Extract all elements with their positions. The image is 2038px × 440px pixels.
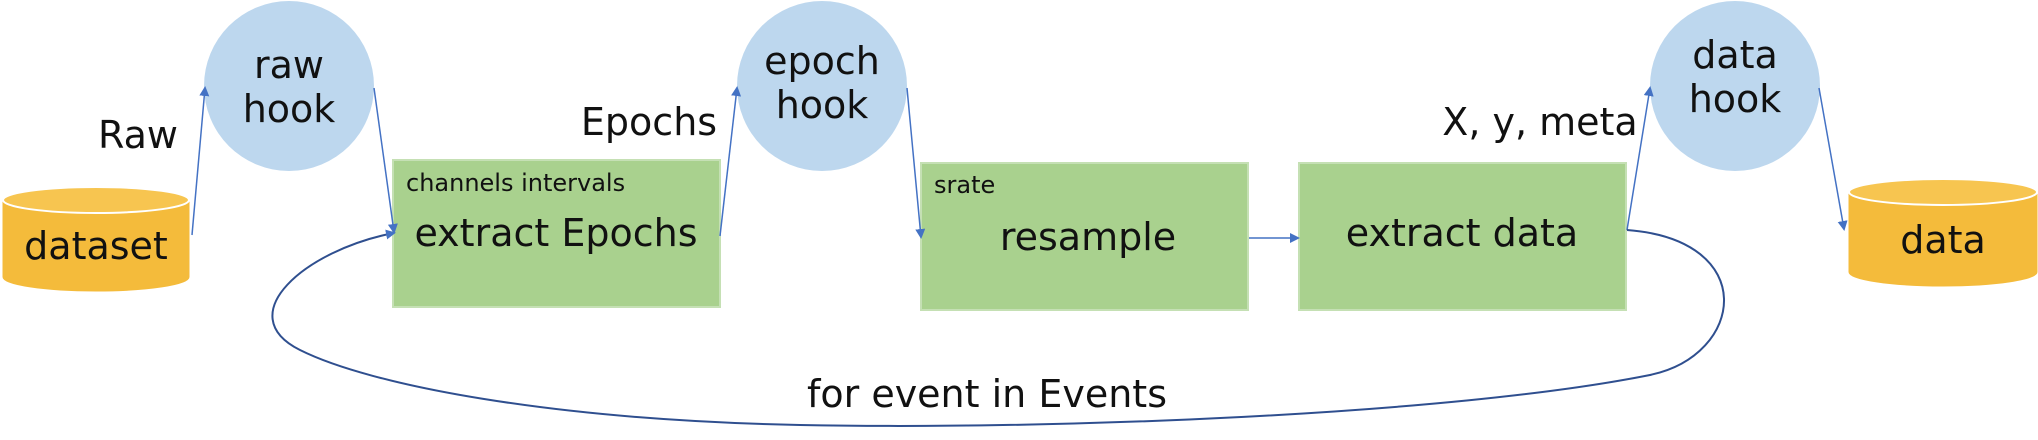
epoch-hook-node: epoch hook — [737, 1, 907, 171]
arrow-extract-epochs-to-epoch-hook — [719, 86, 742, 237]
data-hook-line2: hook — [1689, 77, 1782, 121]
dataset-database-top — [2, 186, 190, 214]
epoch-hook-line2: hook — [776, 83, 869, 127]
extract-epochs-process: channels intervals extract Epochs — [392, 159, 721, 308]
data-database: data — [1848, 178, 2038, 287]
raw-hook-line2: hook — [243, 87, 336, 131]
dataset-label: dataset — [24, 224, 168, 268]
data-hook-line1: data — [1692, 33, 1778, 77]
arrow-data-hook-to-data — [1818, 87, 1848, 231]
data-label: data — [1900, 218, 1986, 262]
dataset-database-body — [2, 199, 190, 292]
arrow-epoch-hook-to-resample — [906, 87, 926, 239]
arrow-dataset-to-raw-hook — [191, 86, 210, 236]
data-database-body — [1848, 191, 2038, 287]
extract-epochs-label: extract Epochs — [414, 211, 697, 255]
epoch-hook-line1: epoch — [764, 39, 880, 83]
extract-data-box — [1298, 162, 1627, 311]
epoch-hook-circle — [737, 1, 907, 171]
extract-data-process: extract data — [1298, 162, 1627, 311]
raw-edge-label: Raw — [98, 113, 178, 157]
data-hook-node: data hook — [1650, 1, 1820, 171]
loop-back-curve — [271, 229, 1725, 427]
dataset-database: dataset — [2, 186, 190, 292]
raw-hook-circle — [204, 1, 374, 171]
raw-hook-node: raw hook — [204, 1, 374, 171]
xy-meta-edge-label: X, y, meta — [1442, 100, 1637, 144]
extract-epochs-box — [392, 159, 721, 308]
extract-data-label: extract data — [1346, 211, 1578, 255]
resample-label: resample — [1000, 215, 1176, 259]
extract-epochs-params: channels intervals — [406, 169, 625, 197]
arrow-raw-hook-to-extract-epochs — [373, 87, 398, 234]
data-database-top — [1848, 178, 2038, 206]
loop-label: for event in Events — [807, 372, 1167, 416]
resample-process: srate resample — [920, 162, 1249, 311]
data-hook-circle — [1650, 1, 1820, 171]
arrow-extract-data-to-data-hook — [1626, 86, 1654, 231]
resample-params: srate — [934, 171, 995, 199]
raw-hook-line1: raw — [254, 43, 324, 87]
epochs-edge-label: Epochs — [581, 100, 717, 144]
